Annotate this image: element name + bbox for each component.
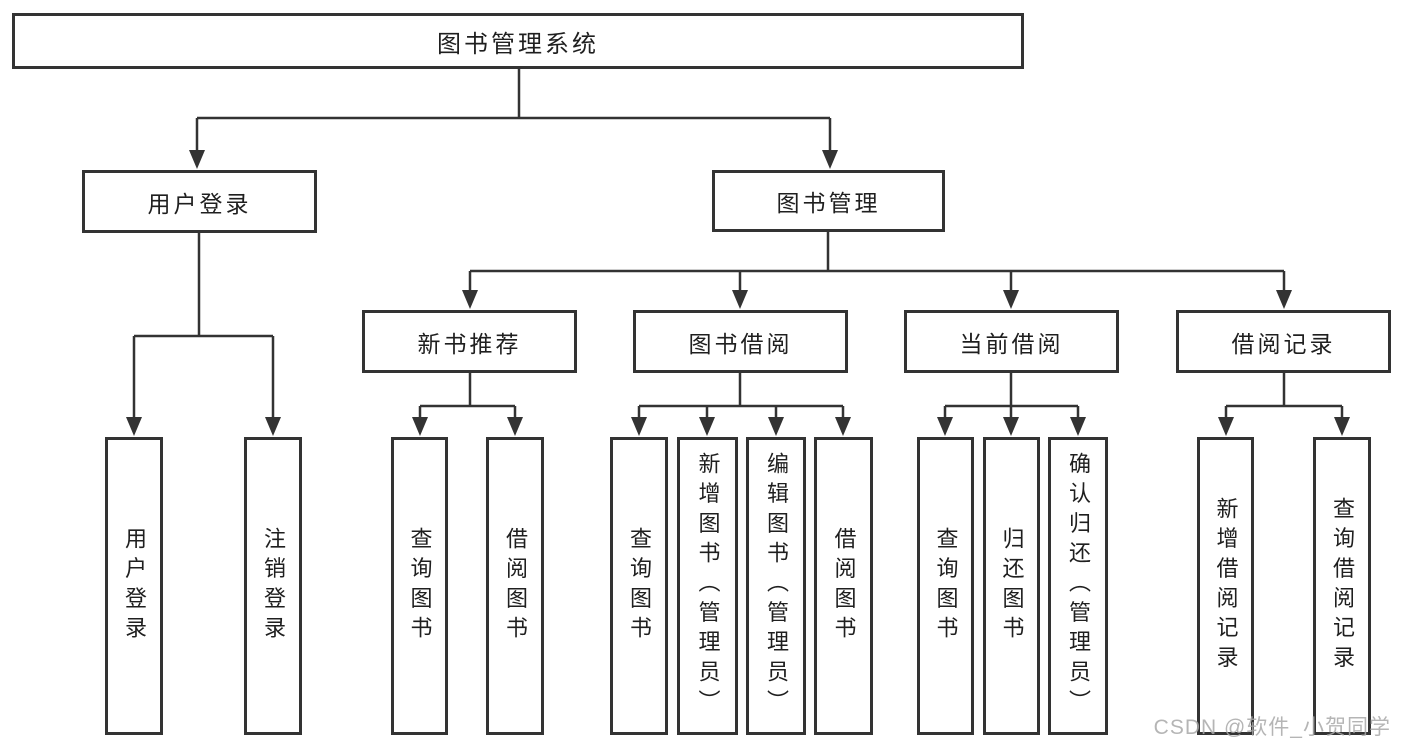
leaf-add-borrow-record: 新增借阅记录 <box>1197 437 1254 735</box>
leaf-query-books-current: 查询图书 <box>917 437 974 735</box>
edge-borrowrecords-to-leaves <box>1224 373 1344 420</box>
leaf-return-book: 归还图书 <box>983 437 1040 735</box>
arrow-down-icon <box>732 290 748 309</box>
node-label: 查询图书 <box>627 526 652 646</box>
arrow-down-icon <box>937 417 953 436</box>
arrow-down-icon <box>822 150 838 169</box>
node-label: 图书管理 <box>776 190 881 216</box>
arrow-down-icon <box>768 417 784 436</box>
arrow-down-icon <box>1218 417 1234 436</box>
edge-root-to-level2 <box>195 69 832 151</box>
arrow-down-icon <box>265 417 281 436</box>
arrow-down-icon <box>462 290 478 309</box>
arrow-down-icon <box>1276 290 1292 309</box>
node-label: 新增图书（管理员） <box>695 452 721 720</box>
node-book-management: 图书管理 <box>712 170 945 232</box>
leaf-confirm-return-admin: 确认归还（管理员） <box>1048 437 1108 735</box>
node-label: 查询图书 <box>933 526 959 646</box>
node-label: 用户登录 <box>122 526 147 646</box>
arrow-down-icon <box>1003 290 1019 309</box>
arrow-down-icon <box>126 417 142 436</box>
node-label: 注销登录 <box>261 526 286 646</box>
node-label: 图书管理系统 <box>437 30 599 58</box>
arrow-down-icon <box>507 417 523 436</box>
arrow-down-icon <box>1334 417 1350 436</box>
csdn-watermark: CSDN @软件_小贺同学 <box>1153 716 1391 739</box>
leaf-edit-book-admin: 编辑图书（管理员） <box>746 437 806 735</box>
arrow-down-icon <box>631 417 647 436</box>
arrowhead-icons <box>126 150 1350 436</box>
leaf-borrow-books: 借阅图书 <box>814 437 873 735</box>
node-label: 查询图书 <box>407 526 433 646</box>
edge-currentborrow-to-leaves <box>943 373 1080 420</box>
edge-bookborrow-to-leaves <box>637 373 845 420</box>
node-library-management-system: 图书管理系统 <box>12 13 1024 69</box>
arrow-down-icon <box>835 417 851 436</box>
node-book-borrow: 图书借阅 <box>633 310 848 373</box>
node-label: 用户登录 <box>147 190 252 217</box>
node-label: 确认归还（管理员） <box>1066 452 1091 720</box>
leaf-query-borrow-record: 查询借阅记录 <box>1313 437 1371 735</box>
node-label: 借阅图书 <box>831 526 857 646</box>
tree-edges <box>132 69 1344 420</box>
node-new-book-recommend: 新书推荐 <box>362 310 577 373</box>
node-label: 编辑图书（管理员） <box>764 452 789 720</box>
arrow-down-icon <box>189 150 205 169</box>
edge-userlogin-to-leaves <box>132 233 275 419</box>
leaf-add-book-admin: 新增图书（管理员） <box>677 437 738 735</box>
leaf-borrow-books-recommend: 借阅图书 <box>486 437 544 735</box>
leaf-user-login: 用户登录 <box>105 437 163 735</box>
node-label: 当前借阅 <box>959 330 1064 357</box>
edge-newbooks-to-leaves <box>418 373 517 420</box>
arrow-down-icon <box>412 417 428 436</box>
leaf-logout: 注销登录 <box>244 437 302 735</box>
leaf-query-books-recommend: 查询图书 <box>391 437 448 735</box>
node-label: 新增借阅记录 <box>1213 496 1239 676</box>
node-label: 归还图书 <box>999 526 1025 646</box>
arrow-down-icon <box>699 417 715 436</box>
arrow-down-icon <box>1070 417 1086 436</box>
node-current-borrow: 当前借阅 <box>904 310 1119 373</box>
edge-bookmgmt-to-level3 <box>468 232 1286 293</box>
node-user-login: 用户登录 <box>82 170 317 233</box>
node-label: 图书借阅 <box>688 330 793 357</box>
arrow-down-icon <box>1003 417 1019 436</box>
node-label: 新书推荐 <box>417 330 522 357</box>
node-label: 借阅记录 <box>1231 330 1336 357</box>
node-borrow-records: 借阅记录 <box>1176 310 1391 373</box>
node-label: 借阅图书 <box>503 526 528 646</box>
node-label: 查询借阅记录 <box>1330 496 1355 676</box>
leaf-query-books: 查询图书 <box>610 437 668 735</box>
